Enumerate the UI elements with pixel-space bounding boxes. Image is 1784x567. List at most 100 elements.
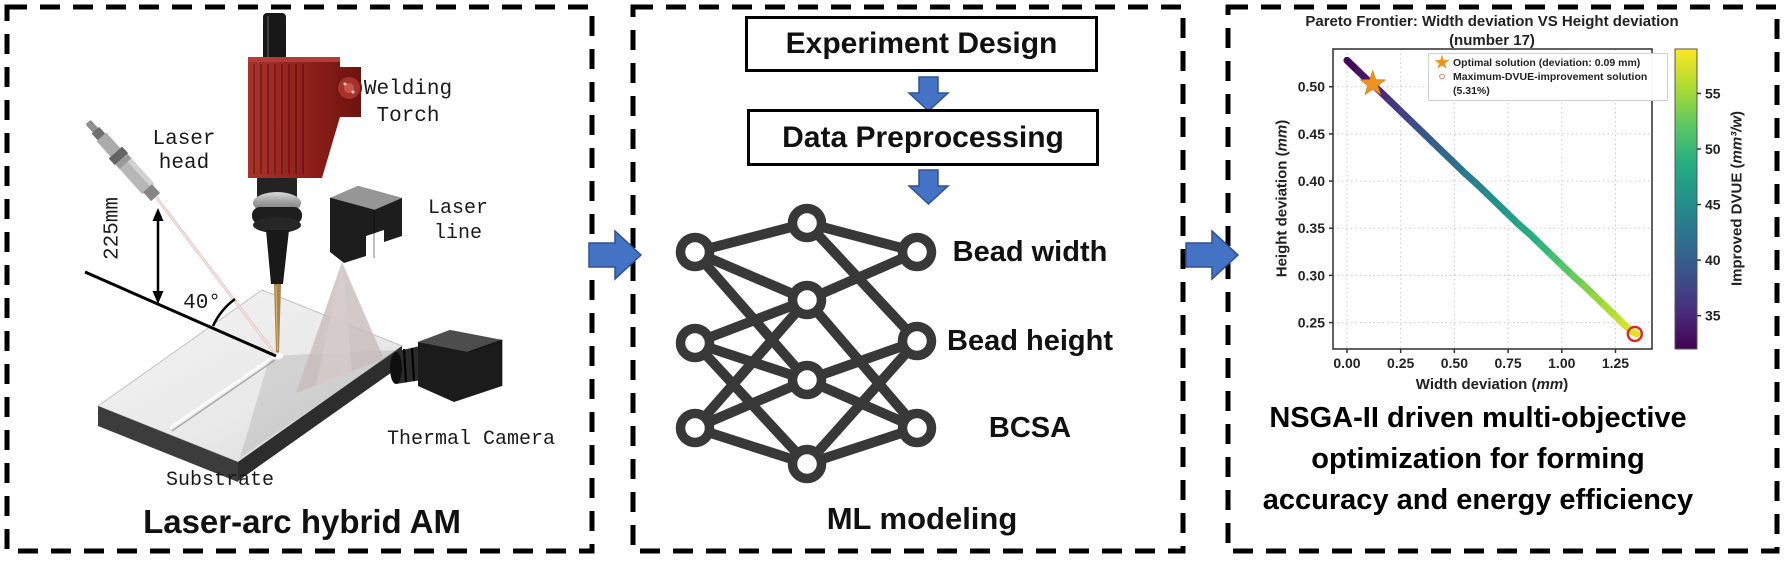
max-dvue-marker bbox=[1626, 325, 1644, 343]
laser-head-device bbox=[86, 120, 161, 202]
laser-line-fan-highlight bbox=[316, 262, 352, 385]
pareto-segment bbox=[1629, 328, 1641, 338]
colorbar-label: Improved DVUE (mm³/w) bbox=[1729, 49, 1746, 349]
standoff-distance-label: 225mm bbox=[101, 197, 125, 261]
panel1-border bbox=[4, 4, 595, 554]
arrow-down-icon bbox=[907, 169, 950, 206]
colorbar-tick-label: 35 bbox=[1705, 308, 1721, 324]
laser-beam-core bbox=[155, 196, 277, 356]
data-preprocessing-box: Data Preprocessing bbox=[747, 109, 1099, 166]
colorbar-tick-label: 40 bbox=[1705, 252, 1721, 268]
nn-input-node bbox=[675, 323, 715, 363]
welding-torch bbox=[248, 13, 362, 353]
x-tick-label: 0.50 bbox=[1441, 355, 1468, 371]
open-circle-icon: ○ bbox=[1438, 69, 1446, 83]
chart-subtitle: (number 17) bbox=[1449, 32, 1535, 49]
arrow-right-icon bbox=[1185, 229, 1240, 281]
colorbar-label-close: ) bbox=[1728, 110, 1746, 116]
y-axis-unit: mm bbox=[1273, 124, 1291, 152]
y-tick-label: 0.25 bbox=[1298, 315, 1325, 331]
laser-line-label-line2: line bbox=[433, 222, 482, 245]
colorbar-tick-label: 55 bbox=[1705, 85, 1721, 101]
legend-entry-optimal: ★ Optimal solution (deviation: 0.09 mm) bbox=[1431, 53, 1664, 72]
x-tick-label: 0.25 bbox=[1387, 355, 1414, 371]
pareto-panel: Pareto Frontier: Width deviation VS Heig… bbox=[1228, 7, 1777, 551]
laser-arc-setup-illustration bbox=[84, 13, 503, 482]
panel3-border bbox=[1225, 4, 1780, 554]
panel1-title: Laser-arc hybrid AM bbox=[143, 503, 461, 540]
nn-output-label-bcsa: BCSA bbox=[988, 411, 1072, 444]
welding-torch-label: Welding Torch bbox=[347, 76, 469, 130]
y-axis-label-text: Height deviation ( bbox=[1273, 151, 1291, 278]
dimension-annotation bbox=[84, 208, 277, 358]
nn-output-node bbox=[897, 321, 937, 361]
star-icon: ★ bbox=[1434, 53, 1450, 72]
chart-legend: ★ Optimal solution (deviation: 0.09 mm) … bbox=[1428, 53, 1668, 101]
optimal-solution-marker bbox=[1359, 69, 1387, 96]
arrow-down-icon bbox=[907, 76, 950, 113]
panel2-border bbox=[630, 4, 1186, 554]
nn-hidden-node bbox=[787, 360, 827, 400]
colorbar bbox=[1674, 48, 1698, 350]
laser-head-label: Laser head bbox=[124, 128, 244, 176]
laser-head-label-line1: Laser bbox=[152, 128, 216, 151]
panel2-title: ML modeling bbox=[826, 501, 1018, 536]
nn-input-node bbox=[675, 232, 715, 272]
x-tick-label: 1.25 bbox=[1602, 355, 1629, 371]
x-axis-unit: mm bbox=[1536, 376, 1564, 393]
y-tick-label: 0.40 bbox=[1298, 173, 1325, 189]
y-tick-label: 0.45 bbox=[1298, 126, 1325, 142]
y-tick-label: 0.50 bbox=[1298, 79, 1325, 95]
legend-optimal-text: Optimal solution (deviation: 0.09 mm) bbox=[1453, 57, 1641, 69]
experiment-design-box: Experiment Design bbox=[745, 16, 1098, 72]
nn-hidden-node bbox=[787, 444, 827, 484]
welding-torch-label-line2: Torch bbox=[376, 105, 440, 128]
incident-angle-label: 40° bbox=[183, 292, 221, 315]
colorbar-tick-label: 50 bbox=[1705, 141, 1721, 157]
y-tick-label: 0.35 bbox=[1298, 220, 1325, 236]
caption-line-1: NSGA-II driven multi-objective bbox=[1269, 402, 1687, 434]
flow-arrows bbox=[907, 76, 950, 206]
nn-output-label-bead-height: Bead height bbox=[947, 324, 1113, 357]
nn-input-node bbox=[675, 408, 715, 448]
colorbar-tick-label: 45 bbox=[1705, 197, 1721, 213]
thermal-camera bbox=[390, 330, 503, 402]
nn-output-node bbox=[897, 232, 937, 272]
chart-title: Pareto Frontier: Width deviation VS Heig… bbox=[1305, 13, 1679, 30]
substrate-label: Substrate bbox=[165, 469, 275, 492]
plot-frame bbox=[1332, 48, 1653, 350]
legend-entry-max-dvue: ○ Maximum-DVUE-improvement solution bbox=[1431, 70, 1664, 84]
neural-network-diagram bbox=[675, 203, 937, 484]
nn-hidden-node bbox=[787, 203, 827, 243]
panel3-caption: NSGA-II driven multi-objective optimizat… bbox=[1228, 398, 1728, 521]
welding-wire bbox=[274, 284, 281, 353]
x-axis-label: Width deviation (mm) bbox=[1228, 376, 1756, 393]
laser-line-label: Laser line bbox=[398, 196, 518, 246]
nn-hidden-node bbox=[787, 280, 827, 320]
colorbar-unit: mm³/w bbox=[1728, 115, 1746, 164]
legend-max-dvue-text: Maximum-DVUE-improvement solution bbox=[1453, 71, 1648, 83]
colorbar-label-text: Improved DVUE ( bbox=[1728, 163, 1746, 287]
welding-torch-label-line1: Welding bbox=[363, 78, 453, 101]
x-tick-label: 0.75 bbox=[1494, 355, 1521, 371]
x-tick-label: 0.00 bbox=[1333, 355, 1360, 371]
nn-output-label-bead-width: Bead width bbox=[952, 235, 1108, 268]
y-axis-label: Height deviation (mm) bbox=[1274, 49, 1291, 349]
y-axis-label-close: ) bbox=[1273, 119, 1291, 125]
x-axis-label-text: Width deviation ( bbox=[1415, 376, 1537, 393]
legend-entry-max-dvue-pct: (5.31%) bbox=[1431, 84, 1664, 98]
arrow-right-icon bbox=[588, 229, 643, 281]
x-tick-label: 1.00 bbox=[1548, 355, 1575, 371]
laser-line-scanner bbox=[329, 186, 402, 263]
thermal-camera-label: Thermal Camera bbox=[386, 428, 556, 451]
legend-max-dvue-pct: (5.31%) bbox=[1453, 85, 1490, 97]
x-axis-label-close: ) bbox=[1563, 376, 1569, 393]
caption-line-2: optimization for forming bbox=[1311, 443, 1645, 475]
caption-line-3: accuracy and energy efficiency bbox=[1262, 484, 1694, 516]
nn-output-node bbox=[897, 408, 937, 448]
laser-head-label-line2: head bbox=[158, 152, 210, 175]
laser-line-label-line1: Laser bbox=[427, 197, 488, 220]
